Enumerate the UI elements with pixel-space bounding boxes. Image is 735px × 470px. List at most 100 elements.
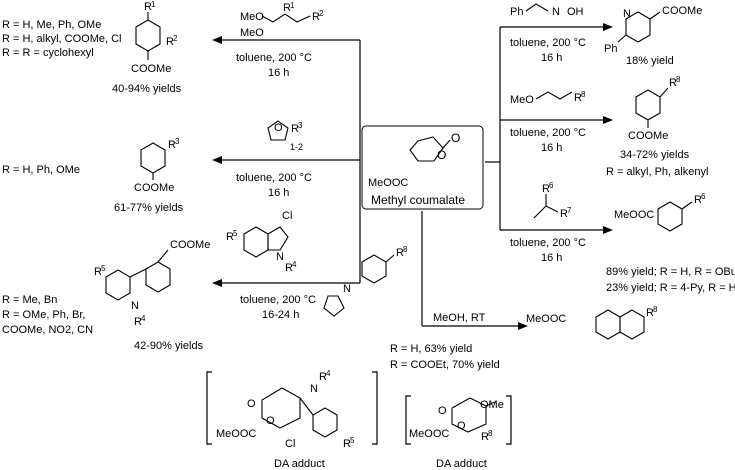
- reagent-1-ketal: MeO MeO R 1 R 2 toluene, 200 °C 16 h: [236, 1, 324, 79]
- arrow-6-head: [603, 226, 613, 234]
- svg-text:3: 3: [298, 121, 303, 130]
- svg-text:3: 3: [175, 137, 180, 146]
- cond-3-line-1: toluene, 200 °C: [240, 294, 316, 306]
- arrow-7-head: [518, 322, 528, 330]
- yield-2: 61-77% yields: [114, 202, 184, 214]
- yield-3: 42-90% yields: [134, 340, 204, 352]
- svg-text:1: 1: [151, 0, 156, 9]
- adduct-1-o-b: O: [266, 415, 275, 427]
- product-4-ph-bond: [617, 34, 627, 43]
- carbonyl-oxygen: O: [451, 131, 460, 145]
- reagent-1-chain: [261, 13, 311, 23]
- pyranone-ring: [409, 136, 444, 162]
- product-2: R 3 COOMe R = H, Ph, OMe 61-77% yields: [2, 137, 184, 214]
- reagent-4-n: N: [552, 6, 560, 18]
- product-2-r3: R: [168, 139, 176, 151]
- product-1-ring: [135, 19, 161, 52]
- product-4-n: N: [623, 8, 631, 20]
- reagent-3-indole: Cl R 5 N R 4 toluene, 200 °C 16-24 h: [226, 210, 316, 321]
- svg-text:5: 5: [101, 264, 106, 273]
- cond-5-line-2: 16 h: [541, 142, 562, 154]
- svg-text:8: 8: [676, 75, 681, 84]
- cond-6-line-2: 16 h: [541, 252, 562, 264]
- reagent-5-enolether: MeO R 8 toluene, 200 °C 16 h: [510, 90, 586, 154]
- product-7-ester: MeOOC: [526, 313, 566, 325]
- product-6-ester: MeOOC: [614, 209, 654, 221]
- reagent-2-ring: [267, 120, 289, 141]
- reagent-7-cyclohexene: [361, 254, 387, 284]
- reagent-5-r8: R: [574, 92, 582, 104]
- yield-7-a: R = H, 63% yield: [390, 343, 472, 355]
- reagent-6-r7: R: [560, 208, 568, 220]
- reagent-3-r5: R: [226, 231, 234, 243]
- svg-text:8: 8: [403, 245, 408, 254]
- adduct-2-ester: MeOOC: [409, 428, 449, 440]
- adduct-2-o-b: O: [457, 420, 466, 432]
- svg-text:7: 7: [567, 206, 572, 215]
- product-7: MeOOC R 8: [526, 305, 658, 340]
- reagent-2-range: 1-2: [290, 142, 303, 152]
- product-4-ester: COOMe: [662, 5, 702, 17]
- svg-text:6: 6: [549, 181, 554, 190]
- adduct-1-bracket-right: [372, 371, 378, 445]
- da-adduct-1: O O N R 4 MeOOC Cl R 5 DA adduct: [206, 369, 378, 470]
- product-7-saturated-ring: [619, 309, 645, 340]
- carbonyl-bond: [442, 139, 451, 149]
- adduct-2-bracket-right: [506, 395, 512, 445]
- reagent-4-oxime: Ph N OH toluene, 200 °C 16 h: [510, 3, 586, 64]
- product-7-aromatic-ring: [595, 309, 621, 340]
- arrow-2-head: [212, 156, 222, 164]
- reagent-5-chain: [535, 91, 573, 100]
- reagent-7-r8-bond: [385, 254, 395, 263]
- cond-4-line-1: toluene, 200 °C: [510, 37, 586, 49]
- product-1-ester: COOMe: [131, 63, 171, 75]
- da-adduct-2: O O OMe MeOOC R 8 DA adduct: [405, 395, 512, 470]
- svg-text:4: 4: [141, 314, 146, 323]
- cond-5-line-1: toluene, 200 °C: [510, 127, 586, 139]
- reagent-1-meo-a: MeO: [240, 11, 264, 23]
- adduct-1-n: N: [310, 383, 318, 395]
- reagent-6-r6: R: [542, 183, 550, 195]
- adduct-2-r8: R: [481, 431, 489, 443]
- product-6: MeOOC R 6 89% yield; R = H, R = OBu 23% …: [606, 192, 735, 294]
- product-3-r5: R: [94, 266, 102, 278]
- center-box-frame: [361, 125, 484, 210]
- product-1-r1: R: [144, 1, 152, 13]
- note-3-b: R = OMe, Ph, Br,: [2, 309, 85, 321]
- note-1-c: R = R = cyclohexyl: [2, 47, 94, 59]
- cond-4-line-2: 16 h: [541, 52, 562, 64]
- adduct-2-ome: OMe: [480, 399, 504, 411]
- svg-text:6: 6: [701, 192, 706, 201]
- adduct-1-o-a: O: [247, 398, 256, 410]
- svg-text:5: 5: [350, 436, 355, 445]
- reagent-2-oxygen: O: [274, 122, 283, 134]
- product-3-ester: COOMe: [170, 239, 210, 251]
- yield-6-b: 23% yield; R = 4-Py, R = H: [606, 282, 735, 294]
- reagent-4-bonds: [525, 3, 549, 12]
- cond-2-line-2: 16 h: [268, 187, 289, 199]
- adduct-1-ester: MeOOC: [216, 428, 256, 440]
- left-arrow-group: [212, 36, 361, 287]
- adduct-2-bracket-left: [405, 395, 411, 445]
- product-5-r8: R: [669, 77, 677, 89]
- product-2-ester: COOMe: [134, 182, 174, 194]
- note-3-a: R = Me, Bn: [2, 294, 57, 306]
- product-7-r8: R: [646, 307, 654, 319]
- cond-6-line-1: toluene, 200 °C: [510, 237, 586, 249]
- svg-text:2: 2: [173, 34, 178, 43]
- reagent-1-r2: R: [312, 11, 320, 23]
- adduct-1-benzene: [312, 407, 338, 438]
- product-6-r6: R: [694, 194, 702, 206]
- cond-7: MeOH, RT: [433, 312, 486, 324]
- reagent-7-r8: R: [396, 247, 404, 259]
- center-label: Methyl coumalate: [371, 193, 465, 207]
- adduct-2-ome-bond: [485, 401, 496, 407]
- svg-text:4: 4: [326, 369, 331, 378]
- reagent-2-furan: O R 3 1-2 toluene, 200 °C 16 h: [236, 120, 312, 199]
- reagent-5-meo: MeO: [510, 94, 534, 106]
- product-3: COOMe R 5 N R 4 R = Me, Bn R = OMe, Ph, …: [2, 239, 210, 352]
- svg-text:8: 8: [488, 429, 493, 438]
- note-1-a: R = H, Me, Ph, OMe: [2, 19, 101, 31]
- ring-oxygen: O: [437, 148, 446, 162]
